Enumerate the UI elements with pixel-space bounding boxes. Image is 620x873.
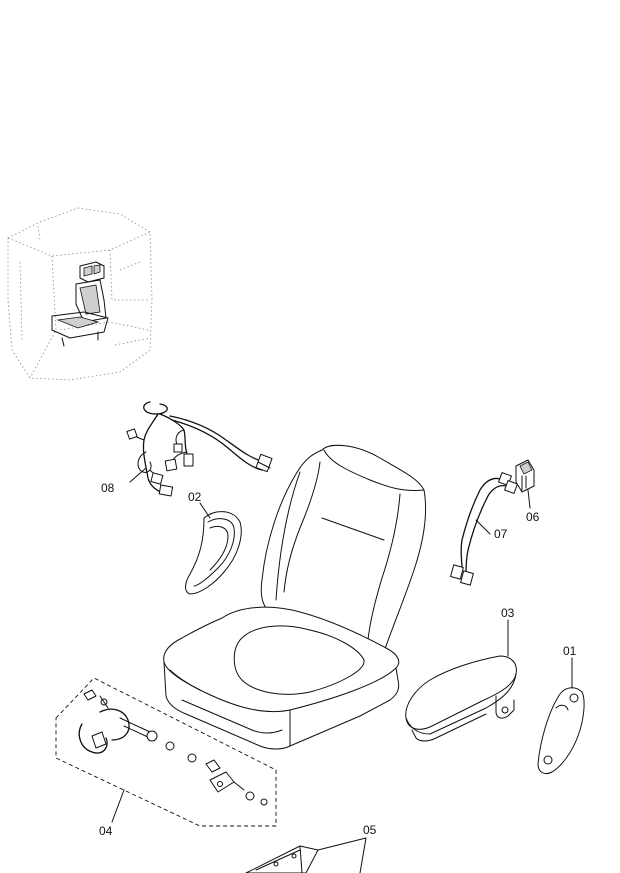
locator-seat-icon [51, 261, 109, 347]
callout-01: 01 [563, 644, 577, 658]
part-04-seat-belt-kit [55, 677, 277, 827]
part-05-slide-rails [245, 845, 319, 873]
part-01-side-cover [537, 687, 585, 775]
part-02-lumbar-pad [185, 511, 242, 595]
main-seat-assembly [163, 444, 426, 750]
part-07-sub-harness [450, 472, 518, 586]
callout-04: 04 [99, 824, 113, 838]
part-06-connector [515, 459, 535, 493]
callout-08: 08 [101, 481, 115, 495]
callout-06: 06 [526, 510, 540, 524]
cab-locator-view [7, 207, 153, 381]
callout-03: 03 [501, 606, 515, 620]
callout-05: 05 [363, 823, 377, 837]
callout-02: 02 [188, 490, 202, 504]
part-03-armrest [405, 655, 517, 742]
callout-07: 07 [494, 527, 508, 541]
part-08-wiring-harness [126, 401, 273, 497]
